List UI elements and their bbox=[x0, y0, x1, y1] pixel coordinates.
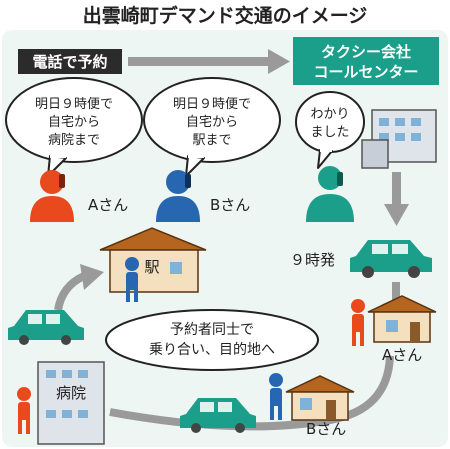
speech-bubble-a: 明日９時便で 自宅から 病院まで bbox=[5, 77, 143, 177]
shared-ride-line2: 乗り合い、目的地へ bbox=[149, 342, 275, 358]
arrow-down-to-taxi bbox=[384, 172, 409, 226]
bubble-b-line2: 自宅から bbox=[186, 115, 238, 130]
person-at-station-icon bbox=[125, 257, 139, 302]
operator-headset-icon bbox=[306, 166, 354, 222]
person-b-walking-icon bbox=[269, 373, 283, 420]
taxi-company-line1: タクシー会社 bbox=[321, 43, 411, 61]
person-a-walking-icon bbox=[351, 299, 365, 346]
taxi-company-line2: コールセンター bbox=[313, 63, 418, 81]
bubble-a-line1: 明日９時便で bbox=[35, 97, 113, 112]
bubble-a-line2: 自宅から bbox=[48, 115, 100, 130]
person-a-phone-icon bbox=[30, 170, 74, 222]
person-b-label: Bさん bbox=[210, 196, 250, 214]
person-b-phone-icon bbox=[156, 170, 200, 222]
speech-bubble-center: わかり ました bbox=[295, 91, 365, 169]
bubble-b-line1: 明日９時便で bbox=[173, 97, 251, 112]
house-a-icon bbox=[367, 295, 437, 343]
call-label: 電話で予約 bbox=[32, 53, 107, 71]
house-b-icon bbox=[285, 375, 355, 421]
shared-ride-bubble: 予約者同士で 乗り合い、目的地へ bbox=[105, 309, 319, 371]
person-a-label: Aさん bbox=[88, 196, 128, 214]
call-label-box bbox=[18, 49, 122, 74]
shared-ride-line1: 予約者同士で bbox=[170, 322, 254, 338]
call-center-building-icon bbox=[361, 109, 437, 169]
arrow-to-call-center bbox=[128, 49, 290, 74]
taxi-company-box bbox=[293, 37, 439, 85]
diagram-title: 出雲崎町デマンド交通のイメージ bbox=[83, 4, 368, 27]
house-a-label: Aさん bbox=[382, 346, 422, 364]
departure-time-label: ９時発 bbox=[290, 251, 335, 269]
hospital-label: 病院 bbox=[56, 384, 86, 402]
car-near-station-icon bbox=[8, 310, 84, 345]
bubble-center-line1: わかり bbox=[310, 107, 349, 122]
hospital-building-icon bbox=[37, 361, 105, 445]
route-arrow-to-station bbox=[54, 264, 104, 311]
station-label: 駅 bbox=[144, 258, 159, 276]
bubble-b-line3: 駅まで bbox=[192, 133, 231, 148]
car-on-route-icon bbox=[180, 398, 256, 433]
bubble-center-line2: ました bbox=[310, 125, 349, 140]
taxi-depot-car-icon bbox=[350, 240, 432, 278]
station-building-icon bbox=[99, 227, 207, 293]
person-at-hospital-icon bbox=[17, 387, 31, 434]
speech-bubble-b: 明日９時便で 自宅から 駅まで bbox=[143, 77, 281, 177]
house-b-label: Bさん bbox=[306, 420, 346, 438]
bubble-a-line3: 病院まで bbox=[48, 133, 100, 148]
